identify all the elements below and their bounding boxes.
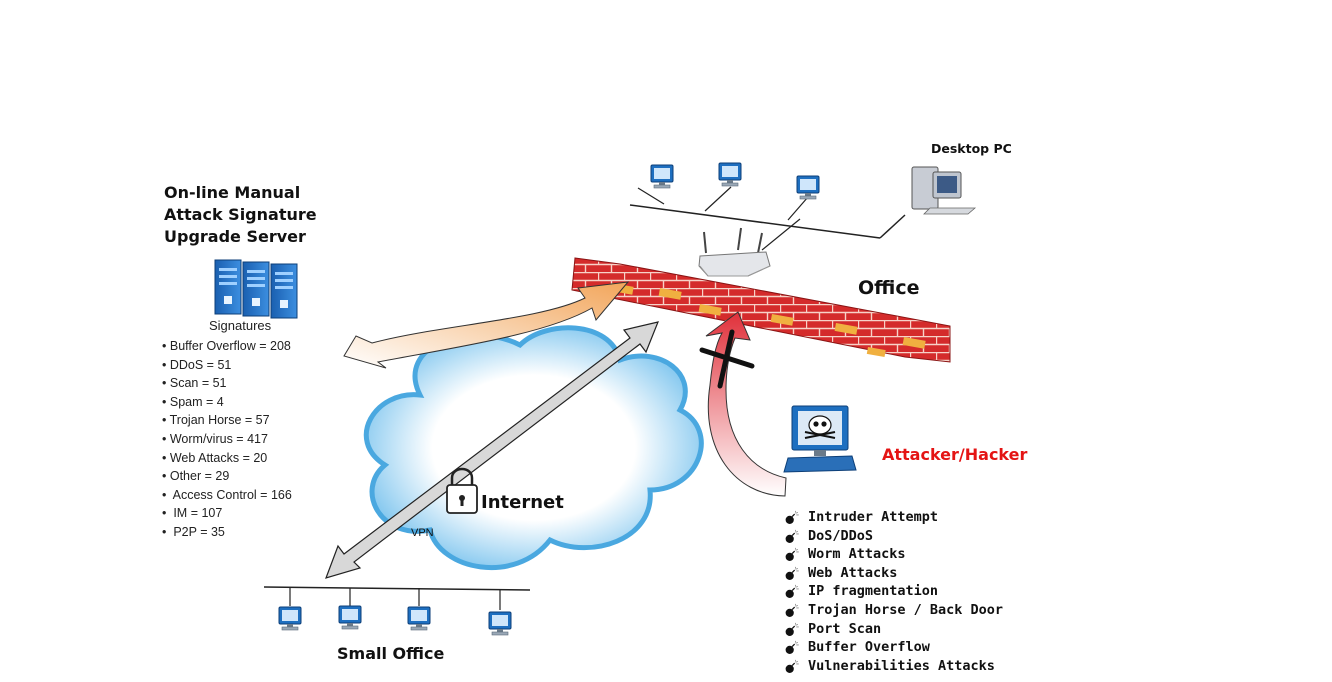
- skull-monitor-icon: [783, 405, 857, 473]
- small-office-monitor-icon: [338, 605, 362, 630]
- small-office-label: Small Office: [337, 644, 445, 663]
- small-office-lan: [263, 586, 531, 636]
- small-office-monitor-icon: [278, 606, 302, 631]
- bomb-icon: [784, 528, 800, 543]
- attack-item: Port Scan: [782, 620, 1003, 639]
- attack-label: IP fragmentation: [808, 583, 939, 600]
- office-lan: [629, 162, 906, 251]
- attack-item: Buffer Overflow: [782, 638, 1003, 657]
- attack-arrow: [705, 311, 787, 497]
- signature-item: Access Control = 166: [162, 486, 292, 505]
- desktop-pc-icon: [911, 166, 977, 215]
- server-rack-icon: [214, 259, 298, 319]
- attack-label: Intruder Attempt: [808, 509, 939, 525]
- server-title-line: On-line Manual: [164, 183, 301, 202]
- blocked-x-icon: [699, 329, 755, 389]
- office-monitor-icon: [718, 162, 742, 187]
- attacker-label: Attacker/Hacker: [882, 445, 1028, 464]
- bomb-icon: [784, 640, 800, 655]
- signature-upgrade-arrow: [343, 281, 630, 369]
- signature-item: Trojan Horse = 57: [162, 411, 292, 430]
- attack-label: Buffer Overflow: [808, 639, 930, 656]
- bomb-icon: [784, 584, 800, 599]
- signature-item: Worm/virus = 417: [162, 430, 292, 449]
- attack-label: Trojan Horse / Back Door: [808, 601, 1004, 618]
- bomb-icon: [784, 658, 800, 673]
- signature-item: P2P = 35: [162, 523, 292, 542]
- signature-item: Scan = 51: [162, 374, 292, 393]
- attack-item: DoS/DDoS: [782, 527, 1003, 546]
- attack-label: DoS/DDoS: [808, 527, 874, 544]
- desktop-pc-label: Desktop PC: [931, 141, 1012, 156]
- attack-label: Port Scan: [808, 620, 882, 637]
- small-office-monitor-icon: [488, 611, 512, 636]
- attack-label: Vulnerabilities Attacks: [808, 657, 995, 674]
- attack-item: IP fragmentation: [782, 582, 1003, 601]
- attack-type-list: Intruder Attempt DoS/DDoS Worm Attacks W…: [782, 508, 1003, 675]
- bomb-icon: [784, 565, 800, 580]
- signature-item: DDoS = 51: [162, 356, 292, 375]
- vpn-label: VPN: [411, 527, 434, 539]
- attack-item: Trojan Horse / Back Door: [782, 601, 1003, 620]
- small-office-monitor-icon: [407, 606, 431, 631]
- attack-item: Web Attacks: [782, 564, 1003, 583]
- internet-label: Internet: [481, 492, 564, 513]
- signature-item: Other = 29: [162, 467, 292, 486]
- signatures-heading: Signatures: [209, 318, 272, 333]
- bomb-icon: [784, 621, 800, 636]
- office-monitor-icon: [650, 164, 674, 189]
- bomb-icon: [784, 603, 800, 617]
- bomb-icon: [784, 510, 800, 524]
- attack-label: Worm Attacks: [808, 546, 906, 563]
- vpn-tunnel-arrow: [325, 321, 659, 579]
- server-title: On-line Manual Attack Signature Upgrade …: [164, 182, 317, 248]
- bomb-icon: [784, 547, 800, 562]
- signature-list: Buffer Overflow = 208 DDoS = 51 Scan = 5…: [162, 337, 292, 542]
- attack-item: Worm Attacks: [782, 545, 1003, 564]
- wireless-router-icon: [698, 227, 771, 277]
- attack-label: Web Attacks: [808, 564, 898, 581]
- attack-item: Intruder Attempt: [782, 508, 1003, 527]
- office-monitor-icon: [796, 175, 820, 200]
- server-title-line: Attack Signature: [164, 205, 317, 224]
- signature-item: IM = 107: [162, 504, 292, 523]
- padlock-icon: [446, 467, 478, 514]
- office-label: Office: [858, 277, 920, 299]
- server-title-line: Upgrade Server: [164, 227, 306, 246]
- attack-item: Vulnerabilities Attacks: [782, 657, 1003, 676]
- signature-item: Buffer Overflow = 208: [162, 337, 292, 356]
- signature-item: Spam = 4: [162, 393, 292, 412]
- signature-item: Web Attacks = 20: [162, 449, 292, 468]
